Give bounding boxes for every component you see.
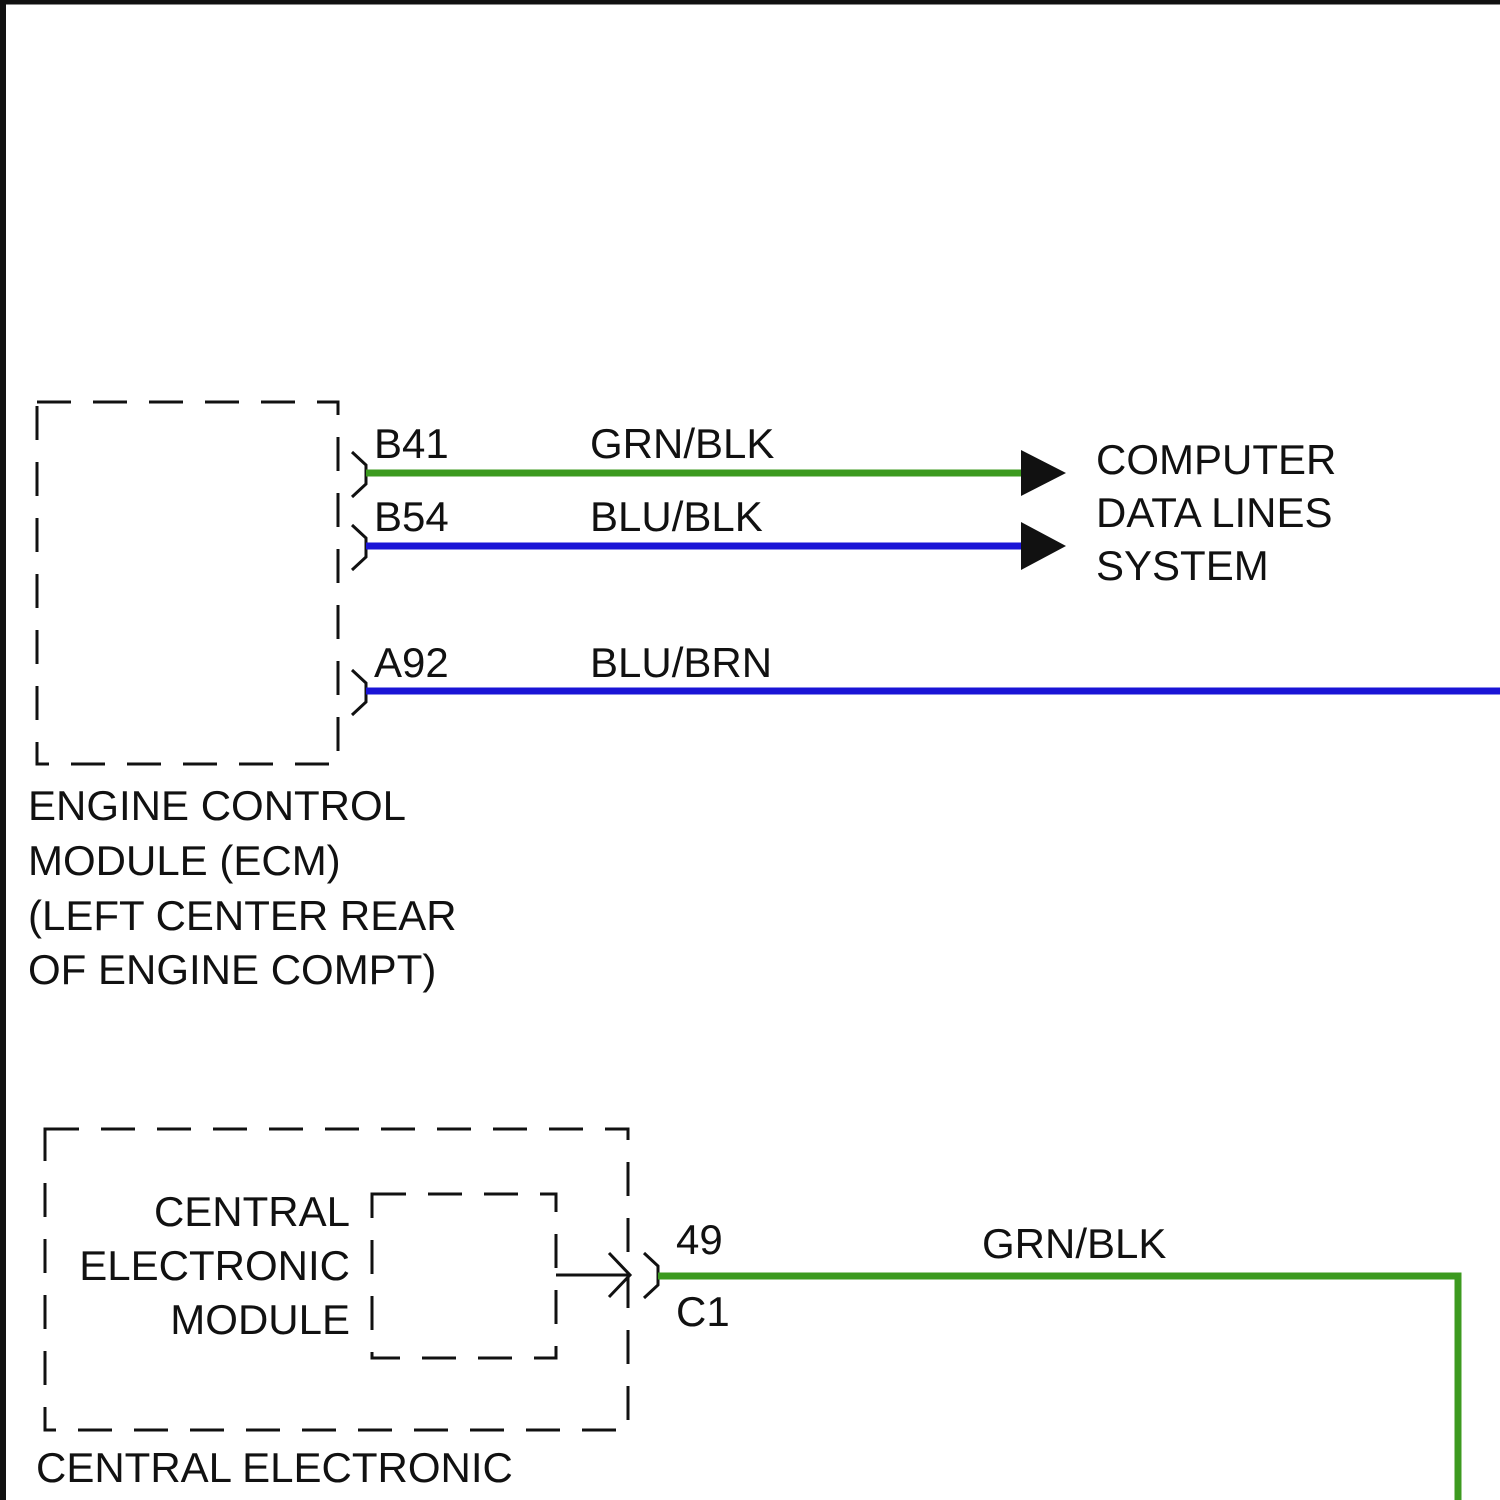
wire-color-label-a92: BLU/BRN — [590, 639, 772, 686]
arrow-b41-icon — [1021, 450, 1066, 496]
cem-inner-label-line-3: MODULE — [170, 1296, 350, 1343]
arrow-b54-icon — [1021, 522, 1066, 570]
cem-inner-label-line-1: CENTRAL — [154, 1188, 350, 1235]
cem-pin-49-connector — [644, 1253, 658, 1298]
cem-connector-label: C1 — [676, 1288, 730, 1335]
data-lines-label-line-3: SYSTEM — [1096, 542, 1269, 589]
cem-pin-label: 49 — [676, 1216, 723, 1263]
pin-label-a92: A92 — [374, 639, 449, 686]
wire-color-label-b41: GRN/BLK — [590, 420, 774, 467]
wire-cem-49-grn-blk[interactable] — [658, 1276, 1458, 1500]
cem-label-line-1: CENTRAL ELECTRONIC — [36, 1444, 513, 1491]
ecm-pin-a92-connector — [352, 670, 366, 715]
ecm-label-line-4: OF ENGINE COMPT) — [28, 946, 436, 993]
ecm-label-line-1: ENGINE CONTROL — [28, 782, 406, 829]
data-lines-label-line-2: DATA LINES — [1096, 489, 1333, 536]
pin-label-b54: B54 — [374, 493, 449, 540]
ecm-pin-b54-connector — [352, 525, 366, 570]
ecm-label-line-2: MODULE (ECM) — [28, 837, 341, 884]
ecm-label-line-3: (LEFT CENTER REAR — [28, 892, 457, 939]
pin-label-b41: B41 — [374, 420, 449, 467]
wire-color-label-b54: BLU/BLK — [590, 493, 763, 540]
ecm-box[interactable] — [37, 402, 338, 764]
cem-inner-label-line-2: ELECTRONIC — [79, 1242, 350, 1289]
ecm-pin-b41-connector — [352, 452, 366, 497]
data-lines-label-line-1: COMPUTER — [1096, 436, 1336, 483]
cem-inner-box[interactable] — [372, 1194, 556, 1358]
cem-wire-color-label: GRN/BLK — [982, 1220, 1166, 1267]
